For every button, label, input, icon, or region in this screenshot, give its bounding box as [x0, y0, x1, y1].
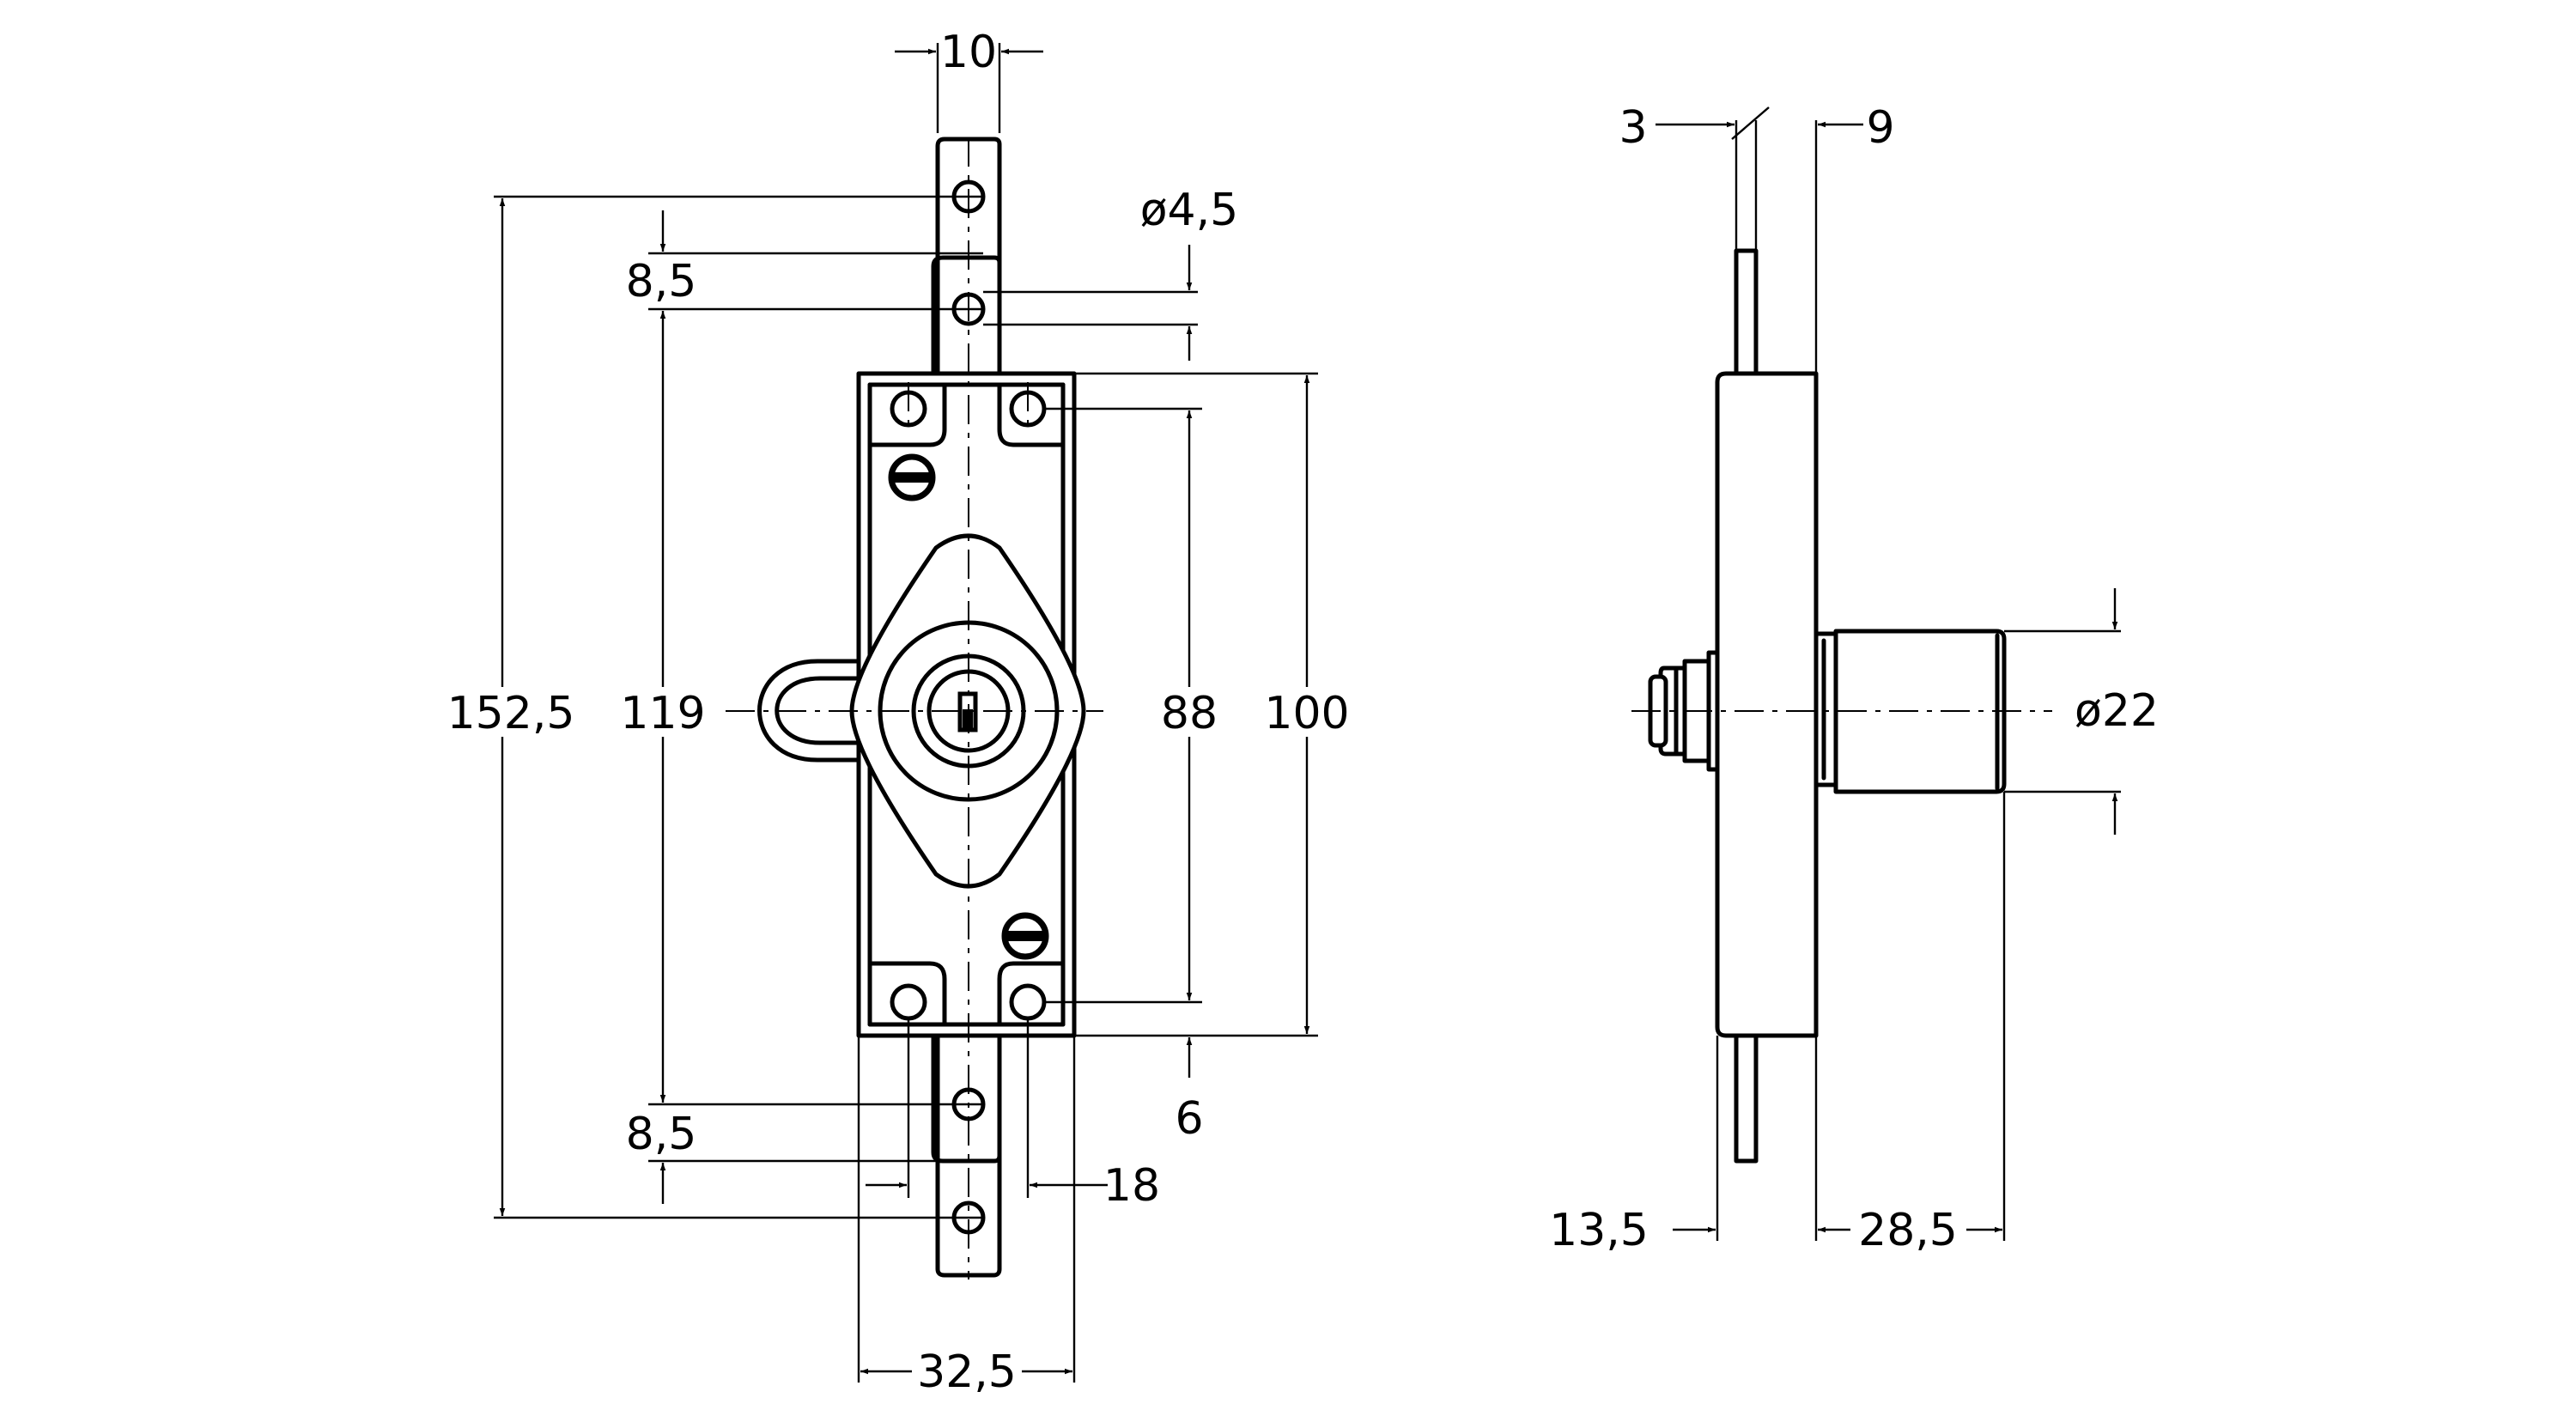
dim-mount-hole-pitch: 88 — [1161, 688, 1218, 739]
guide-bracket — [867, 382, 947, 447]
side-view: 3 9 ø22 13,5 28,5 — [1549, 102, 2159, 1256]
dim-bottom-hole-offset: 8,5 — [626, 1109, 697, 1160]
dim-body-margin: 6 — [1175, 1093, 1203, 1145]
screw-icon — [888, 453, 936, 501]
bottom-slide — [931, 1033, 1002, 1164]
dim-cylinder-diameter: ø22 — [2075, 685, 2159, 737]
handle-loop-inner — [775, 676, 861, 745]
guide-bracket — [867, 961, 947, 1027]
dim-body-width: 32,5 — [917, 1346, 1017, 1398]
dim-body-height: 100 — [1264, 688, 1349, 739]
screw-icon — [1001, 912, 1049, 960]
dim-total-length: 152,5 — [447, 688, 575, 739]
dim-top-strip-width: 10 — [940, 27, 997, 78]
top-slide — [931, 255, 1002, 376]
dim-hole-pitch: 119 — [620, 688, 705, 739]
rear-knob — [1648, 650, 1720, 772]
dim-cylinder-length: 28,5 — [1858, 1205, 1958, 1256]
dim-strip-thickness: 3 — [1619, 102, 1647, 154]
dim-mount-hole-spacing: 18 — [1103, 1160, 1160, 1212]
dim-top-hole-offset: 8,5 — [626, 256, 697, 307]
guide-bracket — [997, 382, 1066, 447]
handle-loop — [757, 659, 861, 763]
guide-bracket — [997, 961, 1066, 1027]
side-body — [1715, 371, 1819, 1038]
dim-plate-offset: 9 — [1866, 102, 1894, 154]
dim-rear-depth: 13,5 — [1549, 1205, 1649, 1256]
locking-strip — [935, 137, 1002, 1278]
dim-hole-diameter: ø4,5 — [1140, 185, 1239, 236]
front-view: 10 152,5 8,5 119 8,5 ø4,5 88 — [447, 27, 1350, 1398]
